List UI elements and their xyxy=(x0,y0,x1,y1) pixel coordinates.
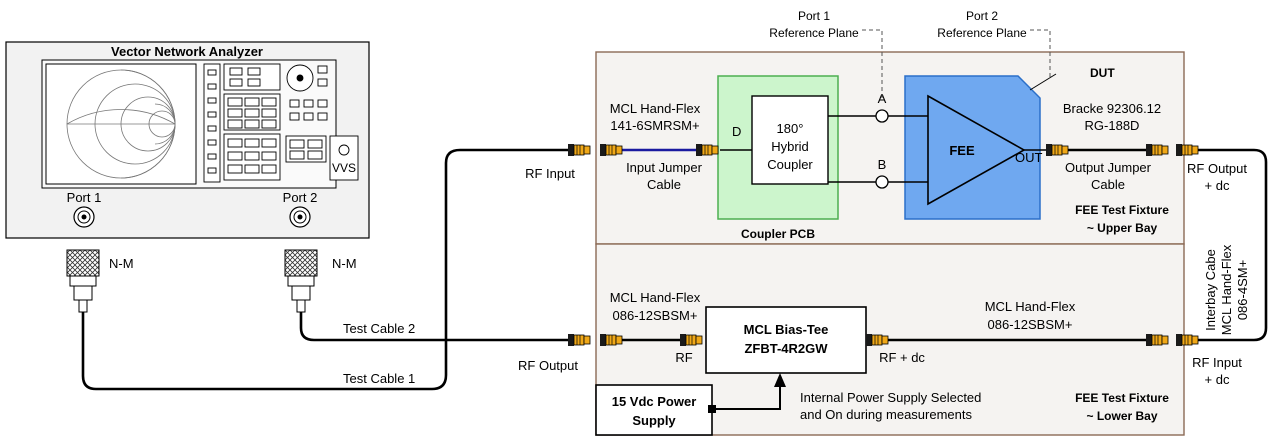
fixture-upper-line1: FEE Test Fixture xyxy=(1075,203,1169,217)
bias-tee-line2: ZFBT-4R2GW xyxy=(744,341,828,356)
rf-output-cable-connector xyxy=(567,333,591,347)
bias-tee-rf-connector xyxy=(679,333,703,347)
port1-reference-plane xyxy=(862,29,883,100)
input-jumper-mcl-2: 141-6SMRSM+ xyxy=(610,118,699,133)
power-supply-line2: Supply xyxy=(632,413,676,428)
vvs-label: VVS xyxy=(332,161,356,175)
vector-network-analyzer: Vector Network Analyzer xyxy=(5,41,370,239)
rf-input-right-1: RF Input xyxy=(1192,355,1242,370)
power-supply xyxy=(595,384,713,436)
rf-input-cable-connector xyxy=(567,143,591,157)
fee-label: FEE xyxy=(949,143,975,158)
fee-test-fixture-upper-bay xyxy=(595,51,1185,245)
bias-tee xyxy=(705,306,867,374)
vna-port1-label: Port 1 xyxy=(67,190,102,205)
vna-keypad xyxy=(203,63,359,183)
power-note-1: Internal Power Supply Selected xyxy=(800,390,981,405)
coupler-signal-paths xyxy=(720,115,928,183)
rf-output-right-1: RF Output xyxy=(1187,161,1247,176)
dut-callout-line xyxy=(1029,73,1057,91)
interbay-upper-connector xyxy=(1175,143,1199,157)
port-a-node xyxy=(875,109,889,123)
fixture-lower-line1: FEE Test Fixture xyxy=(1075,391,1169,405)
coupler-input-connector xyxy=(695,143,719,157)
vna-title: Vector Network Analyzer xyxy=(111,44,263,59)
interbay-label-group: Interbay Cabe MCL Hand-Flex 086-4SM+ xyxy=(1203,244,1250,335)
fee-amplifier-symbol xyxy=(927,94,1026,206)
interbay-cable xyxy=(1198,148,1268,342)
test-cable-2 xyxy=(299,312,568,342)
dut-label: DUT xyxy=(1090,66,1115,80)
fee-output-connector xyxy=(1045,143,1069,157)
port-a-label: A xyxy=(878,91,887,106)
rf-output-bulkhead-connector xyxy=(1145,143,1169,157)
rf-input-bulkhead-connector xyxy=(599,143,623,157)
port1-ref-line1: Port 1 xyxy=(798,9,830,23)
interbay-line3: 086-4SM+ xyxy=(1235,260,1250,320)
test-cable-1 xyxy=(81,148,568,391)
fixture-upper-line2: ~ Upper Bay xyxy=(1087,221,1158,235)
port2-ref-line1: Port 2 xyxy=(966,9,998,23)
port1-ref-line2: Reference Plane xyxy=(769,26,859,40)
n-m-adapter-left xyxy=(66,249,100,313)
output-jumper-label-1: Output Jumper xyxy=(1065,160,1152,175)
test-cable-1-label: Test Cable 1 xyxy=(343,371,415,386)
output-jumper-part-1: Bracke 92306.12 xyxy=(1063,101,1161,116)
smith-chart xyxy=(66,69,176,179)
output-jumper-part-2: RG-188D xyxy=(1085,118,1140,133)
coupler-line1: 180° xyxy=(777,121,804,136)
rf-output-right-2: + dc xyxy=(1205,178,1230,193)
bias-tee-line1: MCL Bias-Tee xyxy=(744,322,829,337)
rf-output-left-label: RF Output xyxy=(518,358,578,373)
power-supply-arrow xyxy=(774,373,786,387)
lower-left-cable-1: MCL Hand-Flex xyxy=(610,290,701,305)
rf-input-dc-bulkhead-connector xyxy=(1145,333,1169,347)
input-jumper-mcl-1: MCL Hand-Flex xyxy=(610,101,701,116)
coupler-pcb-label: Coupler PCB xyxy=(741,227,815,241)
port-b-label: B xyxy=(878,157,887,172)
coupler-line2: Hybrid xyxy=(771,139,809,154)
coupler-line3: Coupler xyxy=(767,157,813,172)
n-m-adapter-right xyxy=(284,249,318,313)
vna-port1-connector xyxy=(73,206,95,228)
hybrid-coupler xyxy=(751,95,829,185)
vna-port2-label: Port 2 xyxy=(283,190,318,205)
output-jumper-label-2: Cable xyxy=(1091,177,1125,192)
power-supply-line1: 15 Vdc Power xyxy=(612,394,697,409)
lower-right-cable-2: 086-12SBSM+ xyxy=(988,317,1073,332)
bias-tee-rf-dc-label: RF + dc xyxy=(879,350,925,365)
coupler-port-d: D xyxy=(732,124,741,139)
power-note-2: and On during measurements xyxy=(800,407,972,422)
vna-port2-connector xyxy=(289,206,311,228)
input-jumper-label-2: Cable xyxy=(647,177,681,192)
fee-out-label: OUT xyxy=(1015,150,1043,165)
power-supply-lead xyxy=(716,385,781,410)
power-supply-terminal xyxy=(708,405,716,413)
port2-ref-line2: Reference Plane xyxy=(937,26,1027,40)
input-jumper-label-1: Input Jumper xyxy=(626,160,703,175)
lower-left-cable-2: 086-12SBSM+ xyxy=(613,308,698,323)
bias-tee-rf-label: RF xyxy=(675,350,692,365)
bias-tee-rf-dc-connector xyxy=(865,333,889,347)
interbay-line2: MCL Hand-Flex xyxy=(1219,244,1234,335)
interbay-lower-connector xyxy=(1175,333,1199,347)
rf-output-bulkhead-connector xyxy=(599,333,623,347)
lower-right-cable-1: MCL Hand-Flex xyxy=(985,299,1076,314)
rf-input-right-2: + dc xyxy=(1205,372,1230,387)
fixture-lower-line2: ~ Lower Bay xyxy=(1086,409,1157,423)
rf-input-label: RF Input xyxy=(525,166,575,181)
n-m-label-left: N-M xyxy=(109,256,134,271)
port-b-node xyxy=(875,175,889,189)
interbay-line1: Interbay Cabe xyxy=(1203,249,1218,331)
n-m-label-right: N-M xyxy=(332,256,357,271)
test-cable-2-label: Test Cable 2 xyxy=(343,321,415,336)
